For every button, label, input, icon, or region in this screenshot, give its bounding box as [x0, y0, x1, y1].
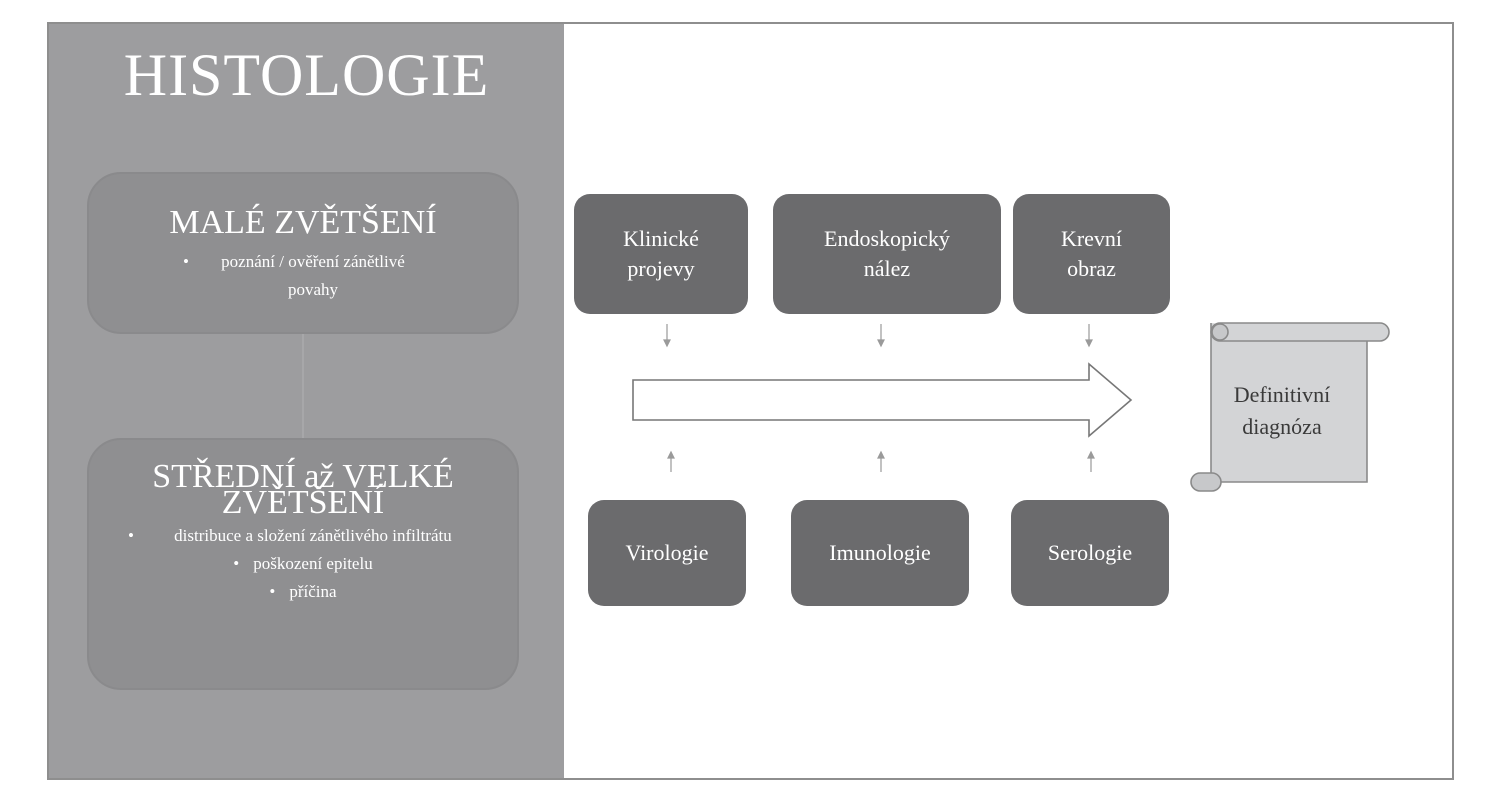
bullet-text: příčina	[289, 582, 337, 601]
bullet-icon: •	[183, 252, 189, 271]
endoscopic-finding-box: Endoskopický nález	[773, 194, 1001, 314]
low-magnification-list: • poznání / ověření zánětlivé povahy	[89, 248, 517, 304]
bullet-icon: •	[128, 526, 134, 545]
bullet-text: poškození epitelu	[253, 554, 373, 573]
bullet-text: distribuce a složení zánětlivého infiltr…	[174, 526, 452, 545]
high-magnification-heading: STŘEDNÍ až VELKÉ ZVĚTŠENÍ	[89, 458, 517, 521]
high-magnification-box: STŘEDNÍ až VELKÉ ZVĚTŠENÍ • distribuce a …	[87, 438, 519, 690]
diagram-frame: HISTOLOGIE MALÉ ZVĚTŠENÍ • poznání / ověř…	[47, 22, 1454, 780]
bullet-text: poznání / ověření zánětlivé povahy	[221, 252, 405, 299]
diagnosis-line-1: Definitivní	[1233, 382, 1331, 407]
blood-count-box: Krevní obraz	[1013, 194, 1170, 314]
list-item: • distribuce a složení zánětlivého infilt…	[89, 522, 517, 550]
low-magnification-heading: MALÉ ZVĚTŠENÍ	[169, 204, 437, 241]
low-magnification-box: MALÉ ZVĚTŠENÍ • poznání / ověření zánětli…	[87, 172, 519, 334]
up-arrow-icon	[667, 450, 1095, 472]
immunology-box: Imunologie	[791, 500, 969, 606]
box-label: Klinické projevy	[623, 226, 699, 281]
box-label: Krevní obraz	[1060, 226, 1123, 281]
down-arrow-icon	[663, 324, 1093, 348]
definitive-diagnosis-label: Definitivní diagnóza	[1199, 379, 1365, 443]
serology-box: Serologie	[1011, 500, 1169, 606]
high-magnification-list: • distribuce a složení zánětlivého infilt…	[89, 522, 517, 606]
connector-line	[302, 334, 304, 438]
histology-panel: HISTOLOGIE MALÉ ZVĚTŠENÍ • poznání / ověř…	[49, 24, 564, 778]
box-label: Endoskopický nález	[824, 226, 950, 281]
clinical-manifestations-box: Klinické projevy	[574, 194, 748, 314]
box-label: Virologie	[625, 540, 709, 565]
histology-title: HISTOLOGIE	[123, 42, 490, 108]
box-label: Serologie	[1047, 540, 1133, 565]
list-item: • poškození epitelu	[89, 550, 517, 578]
bullet-icon: •	[269, 582, 276, 601]
heading-line-2: ZVĚTŠENÍ	[221, 484, 385, 521]
list-item: • příčina	[89, 578, 517, 606]
virology-box: Virologie	[588, 500, 746, 606]
heading-line-1: STŘEDNÍ až VELKÉ	[152, 458, 454, 495]
diagnosis-line-2: diagnóza	[1242, 414, 1322, 439]
list-item: • poznání / ověření zánětlivé povahy	[89, 248, 517, 304]
diagram-connectors	[632, 322, 1390, 492]
bullet-icon: •	[233, 554, 240, 573]
large-right-arrow-icon	[632, 362, 1133, 438]
scroll-icon	[1190, 322, 1390, 492]
box-label: Imunologie	[829, 540, 931, 565]
